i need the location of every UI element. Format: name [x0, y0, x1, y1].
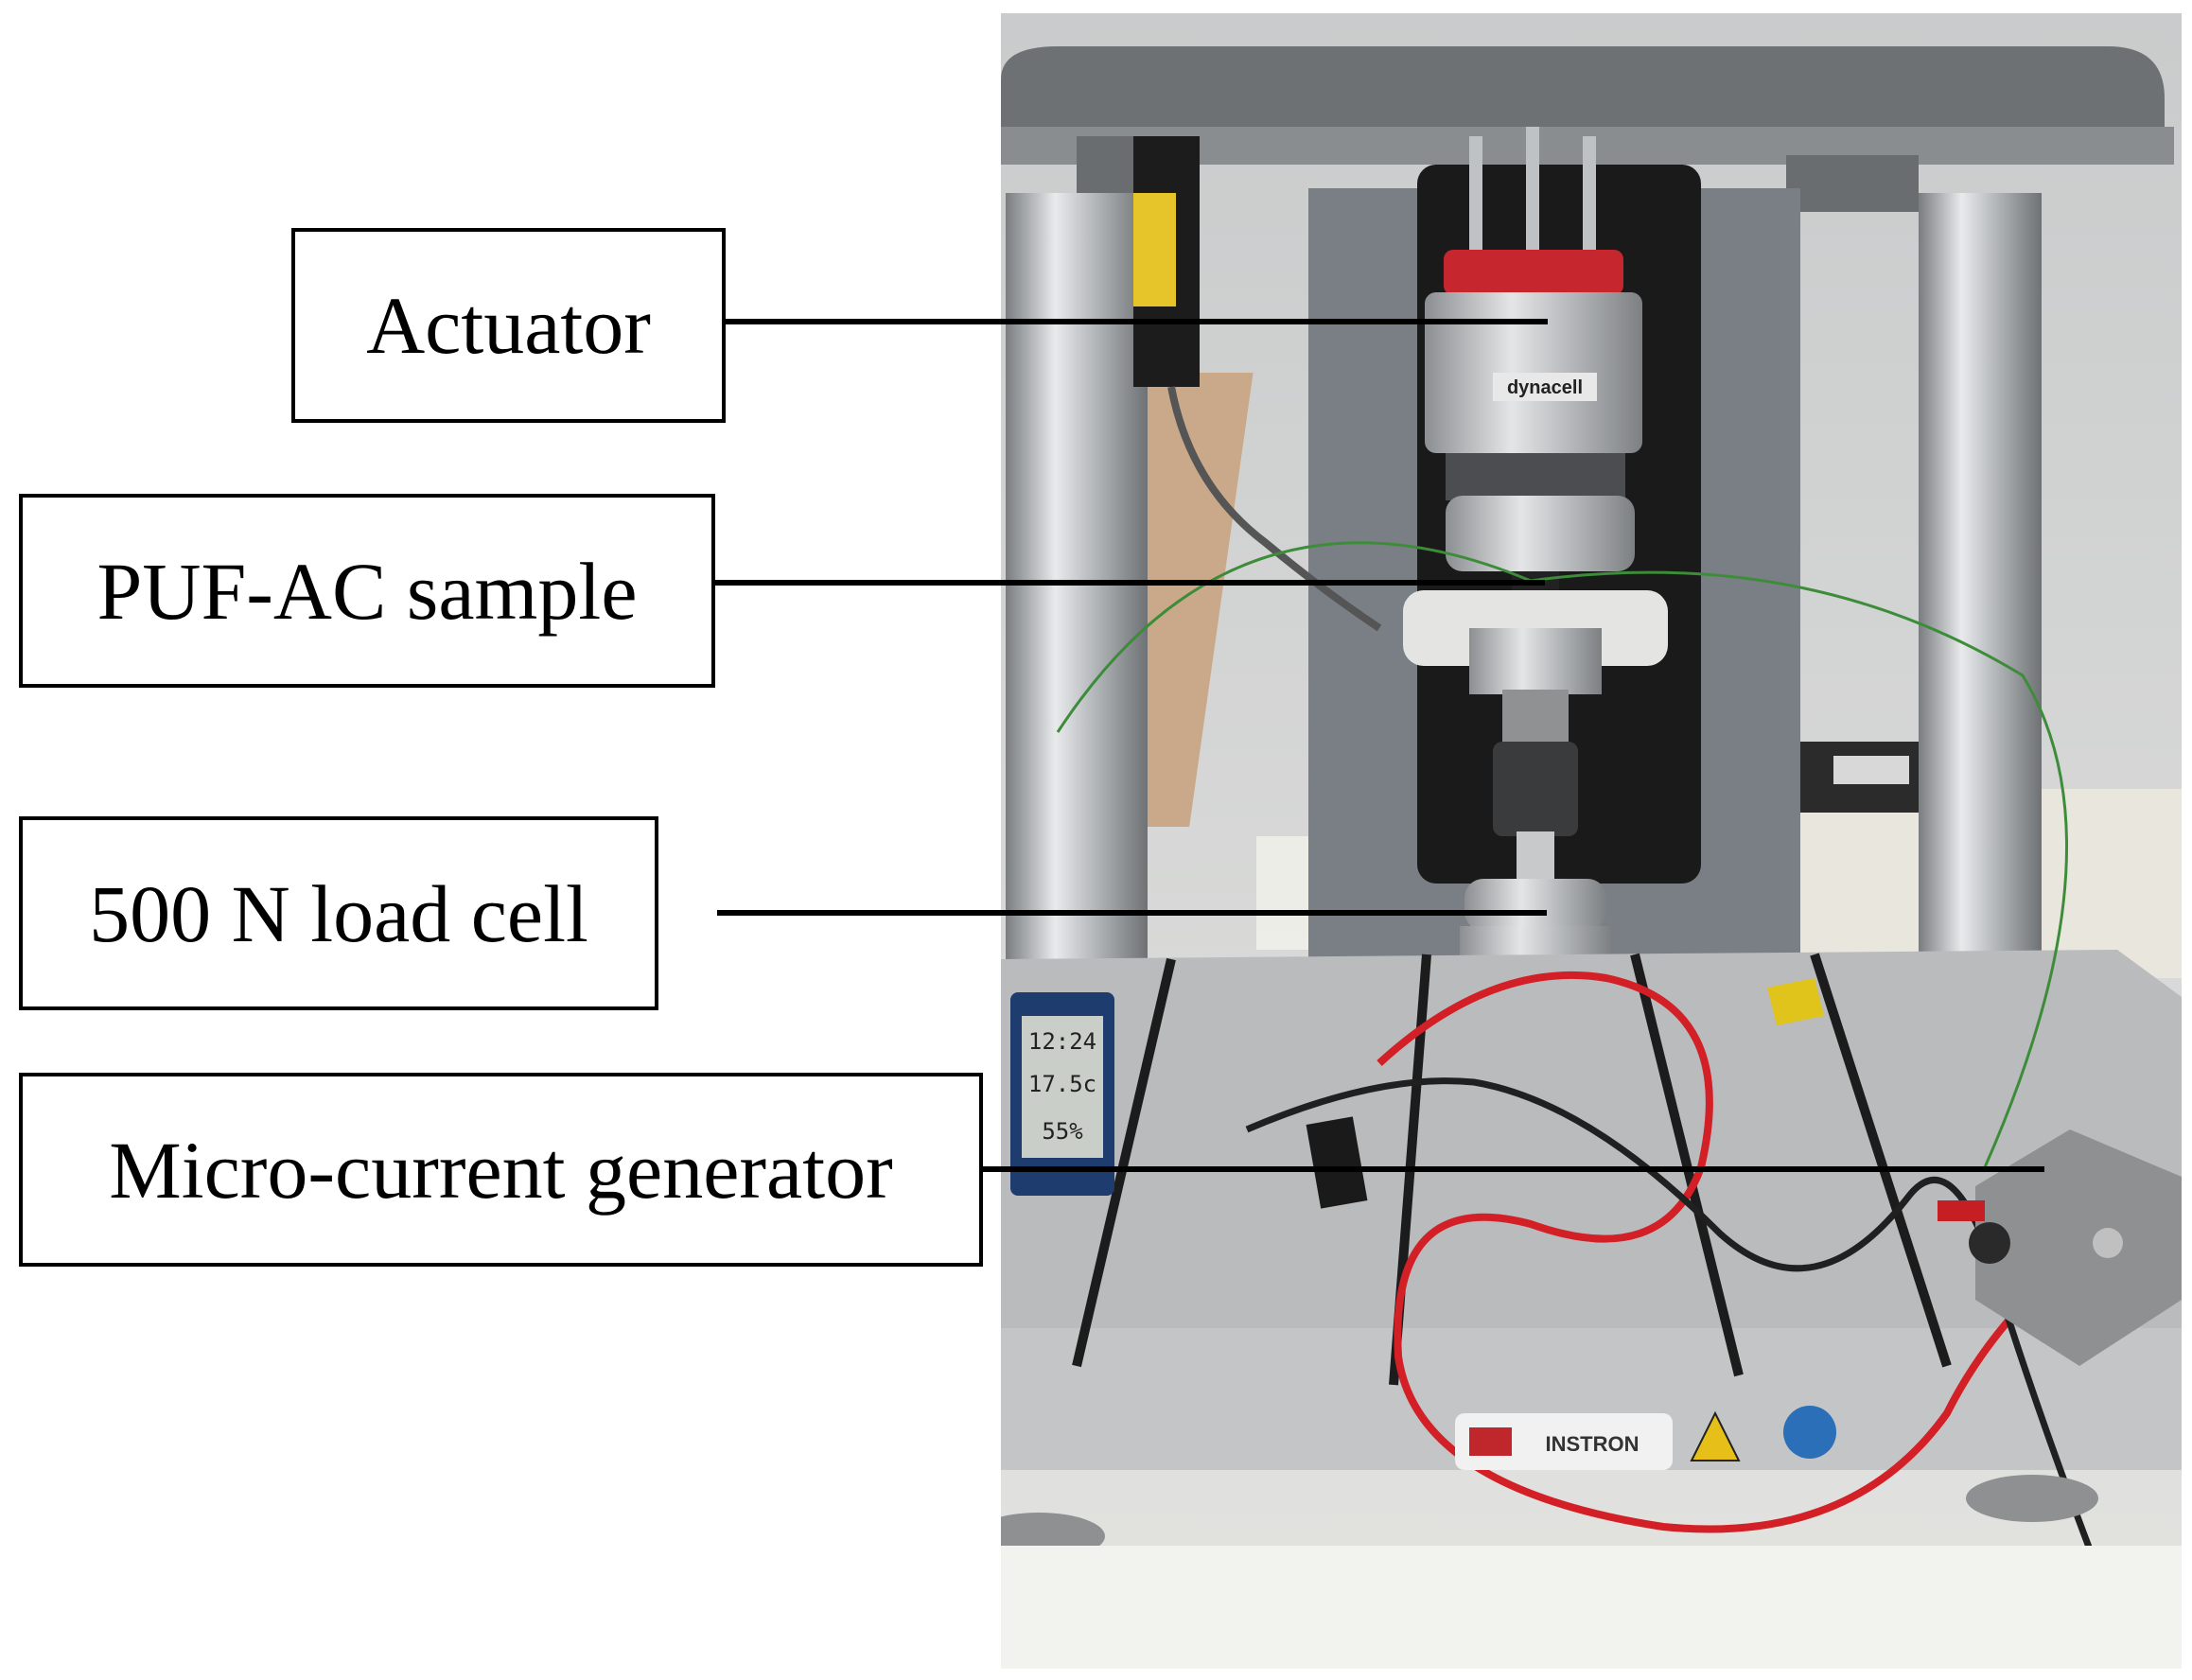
platen-hub	[1469, 628, 1602, 694]
actuator-label: Actuator	[291, 228, 726, 423]
floor-shelf	[1001, 1546, 2182, 1669]
instron-text: INSTRON	[1546, 1432, 1640, 1456]
load-cell-label-text: 500 N load cell	[89, 867, 588, 959]
instron-logo-mark	[1469, 1427, 1512, 1456]
desk-device-label	[1833, 756, 1909, 784]
meter-screen	[1022, 1016, 1103, 1158]
sensor-cable	[1167, 386, 1382, 632]
actuator-label-text: Actuator	[366, 280, 651, 371]
t-slot-4	[1810, 953, 1952, 1368]
right-bracket	[1786, 155, 1919, 212]
generator-leader-line	[983, 1166, 2044, 1172]
sample-leader-line	[715, 580, 1545, 586]
top-crosshead	[1001, 46, 2165, 150]
green-wire	[1056, 541, 2069, 1168]
t-slot-1	[1072, 957, 1176, 1368]
red-cable	[1377, 971, 2092, 1533]
black-connector	[1306, 1116, 1368, 1209]
black-cable	[1245, 1077, 2140, 1669]
sensor-label	[1133, 193, 1176, 306]
right-foot	[1966, 1475, 2098, 1522]
piston-rod-2	[1526, 127, 1539, 264]
meter-reading-3: 55%	[1042, 1118, 1083, 1145]
generator-label-text: Micro-current generator	[109, 1124, 893, 1216]
load-cell-leader-line	[717, 910, 1547, 916]
upper-grip-ring	[1446, 496, 1635, 571]
coupler	[1493, 742, 1578, 836]
actuator-leader-line	[726, 319, 1548, 324]
dynacell-text: dynacell	[1507, 377, 1583, 398]
piston-rod-3	[1583, 136, 1596, 264]
actuator-red-cap	[1444, 250, 1623, 295]
meter-reading-1: 12:24	[1028, 1028, 1096, 1055]
t-slot-3	[1630, 953, 1744, 1377]
dynacell-badge	[1493, 373, 1597, 401]
load-cell-top	[1464, 879, 1606, 931]
meter-reading-2: 17.5c	[1028, 1071, 1096, 1097]
red-plug	[1938, 1200, 1985, 1221]
yellow-clip	[1767, 978, 1824, 1025]
sample-label: PUF-AC sample	[19, 494, 715, 688]
generator-box	[1975, 1129, 2182, 1366]
generator-label: Micro-current generator	[19, 1073, 983, 1267]
hazard-sign	[1690, 1410, 1741, 1461]
threaded-shaft	[1502, 690, 1569, 746]
manual-sign	[1783, 1406, 1836, 1459]
generator-connector-2	[2093, 1228, 2123, 1258]
piston-rod-1	[1469, 136, 1482, 264]
load-cell-label: 500 N load cell	[19, 816, 658, 1010]
actuator-lower	[1446, 453, 1625, 500]
sample-label-text: PUF-AC sample	[96, 545, 638, 637]
test-machine-photo: dynacell	[1001, 13, 2182, 1669]
generator-connector-1	[1969, 1222, 2010, 1264]
